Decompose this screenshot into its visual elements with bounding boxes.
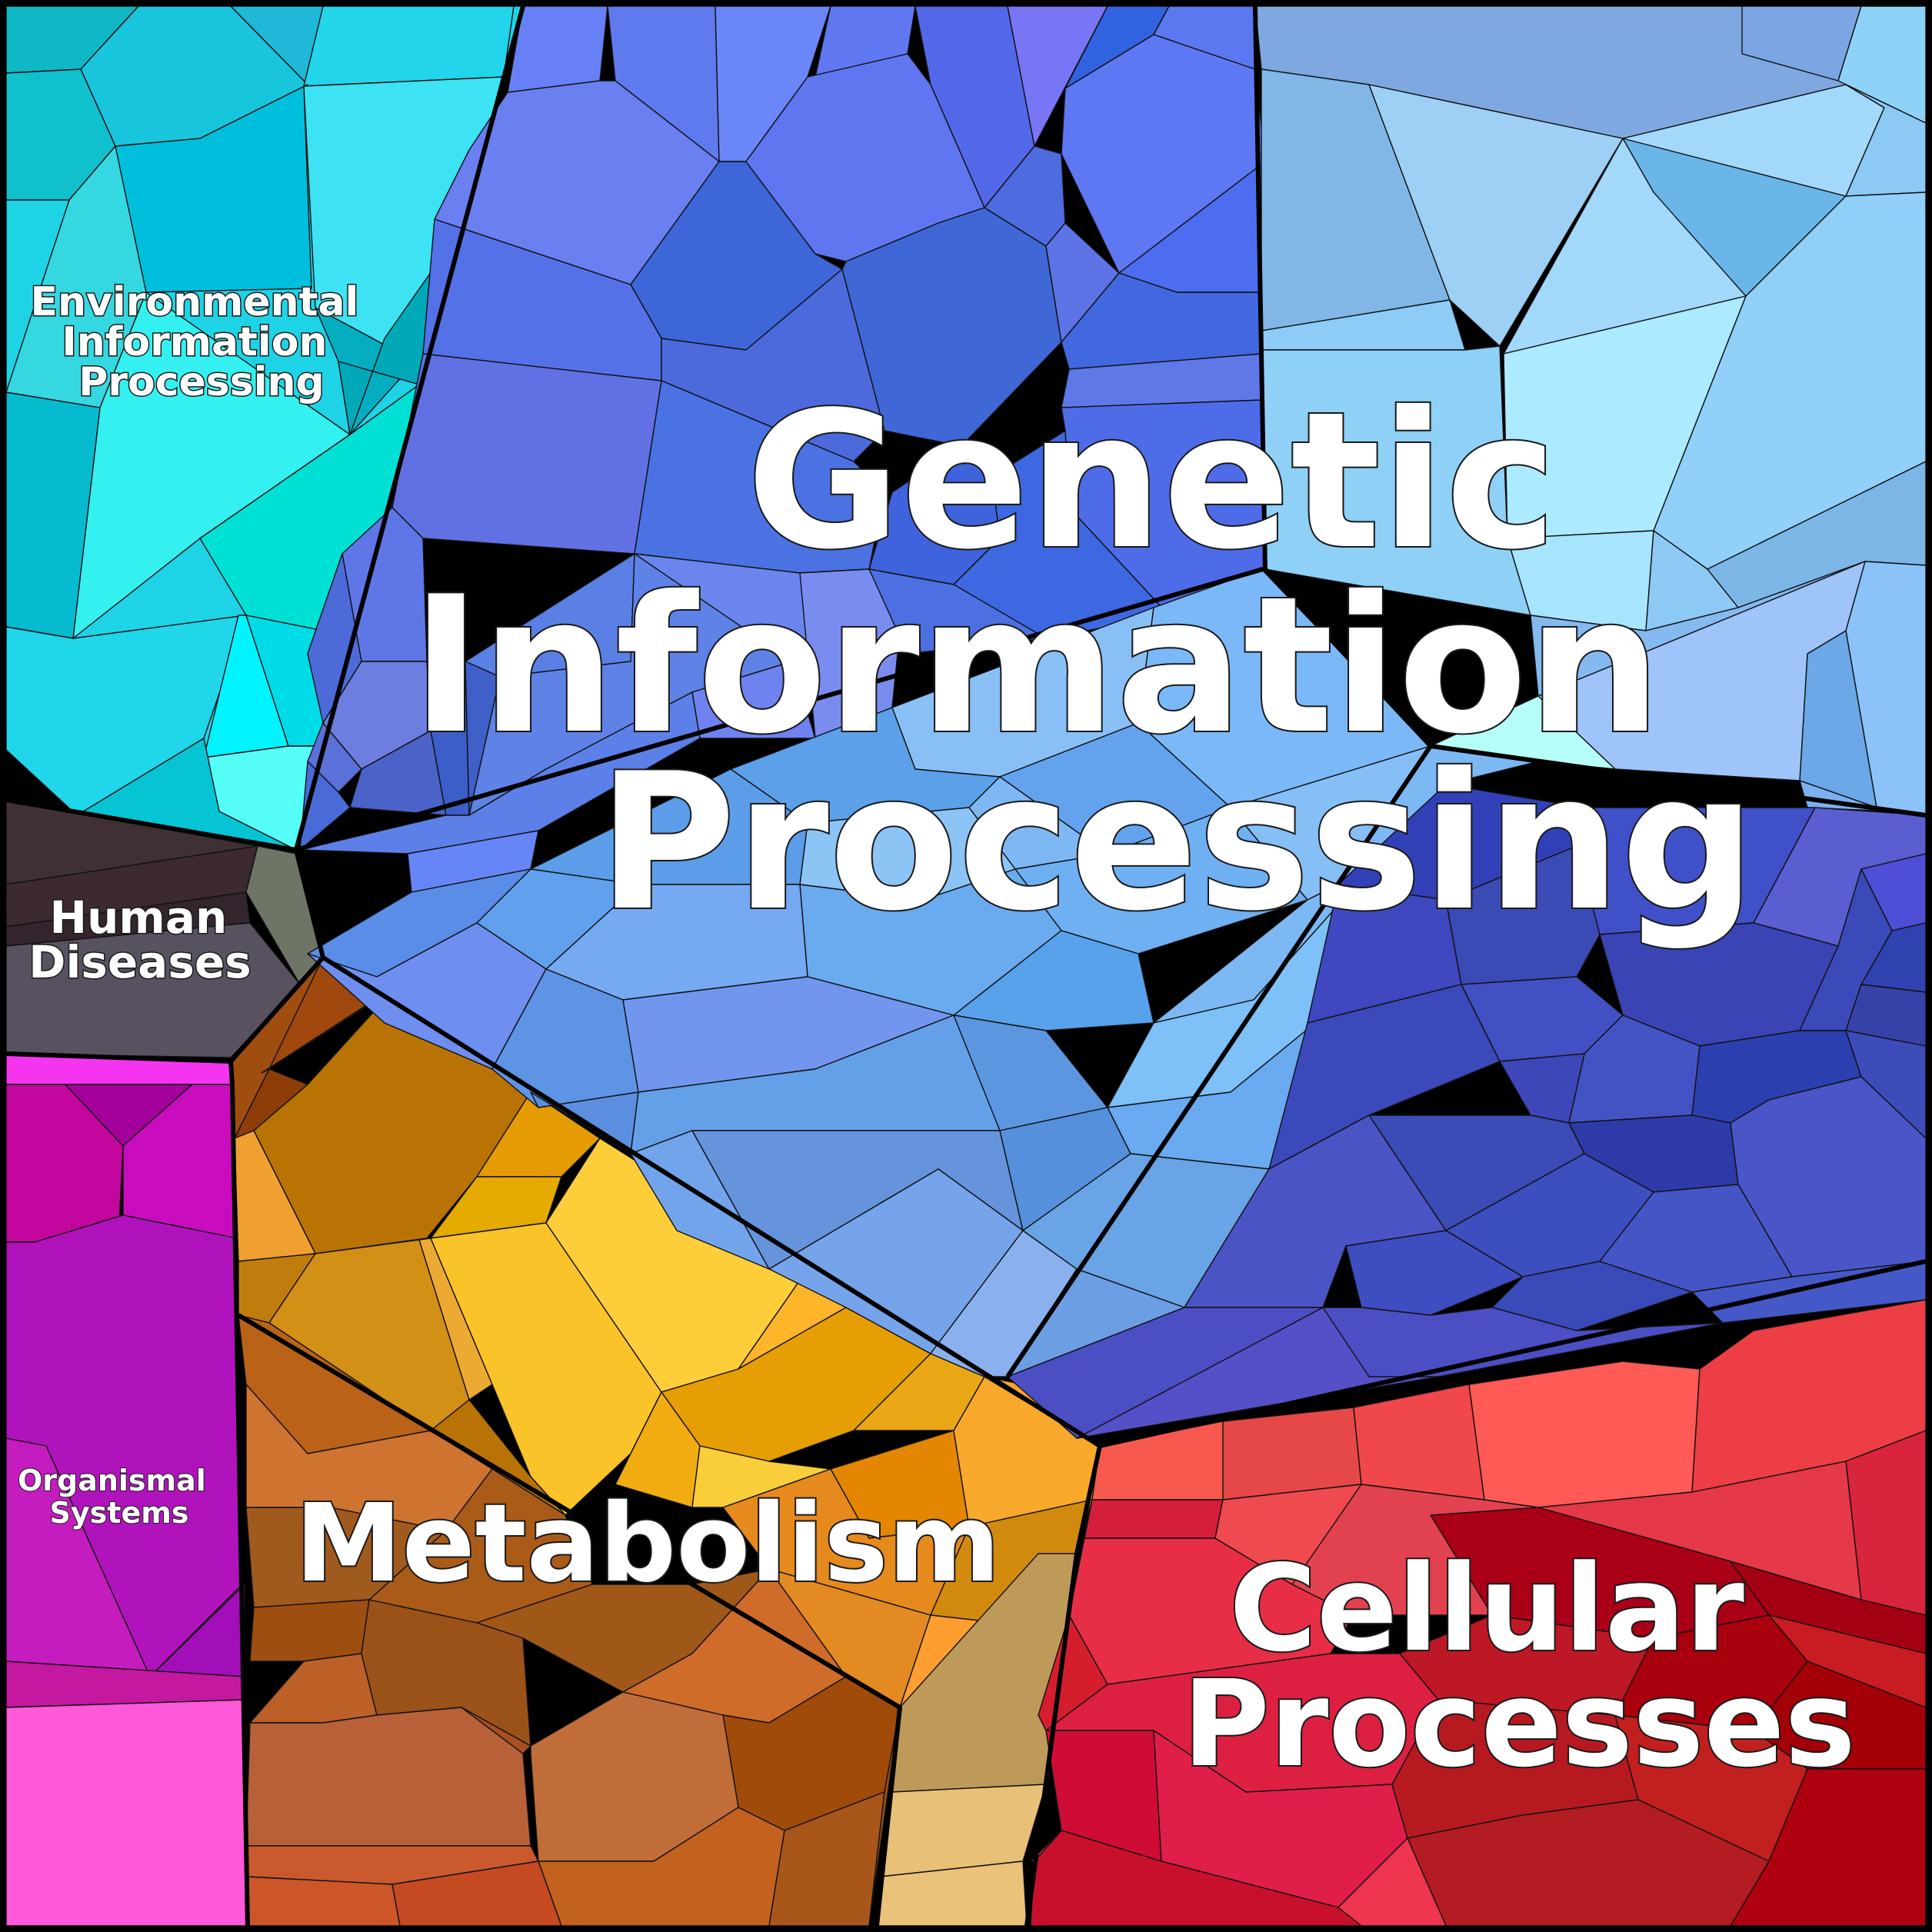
label-human-line1: Human [50,891,228,944]
label-environmental: Environmental Information Processing [30,279,372,405]
label-cellular-line2: Processes [1182,1654,1855,1794]
label-genetic-line2: Information [411,556,1661,775]
label-genetic: Genetic Information Processing [411,371,1755,952]
label-human-line2: Diseases [28,936,251,988]
labels: Environmental Information Processing Gen… [17,278,1857,1796]
region-organismal [5,1053,248,1927]
label-cellular: Cellular Processes [1182,1539,1855,1794]
label-organismal-line2: Systems [50,1496,189,1530]
label-metabolism-line1: Metabolism [295,1481,1000,1607]
label-environmental-line2: Information [62,319,327,365]
label-genetic-line1: Genetic [746,371,1557,591]
label-organismal: Organismal Systems [18,1464,216,1530]
region-human-diseases [5,799,324,1058]
label-cellular-line1: Cellular [1229,1539,1744,1678]
label-genetic-line3: Processing [598,733,1756,952]
label-organismal-line1: Organismal [18,1464,206,1497]
region-genetic [299,5,1927,1439]
label-metabolism: Metabolism [295,1481,1000,1607]
label-human: Human Diseases [28,891,251,988]
region-cellular [1030,1299,1927,1927]
label-environmental-line1: Environmental [30,279,358,325]
label-environmental-line3: Processing [78,359,325,405]
